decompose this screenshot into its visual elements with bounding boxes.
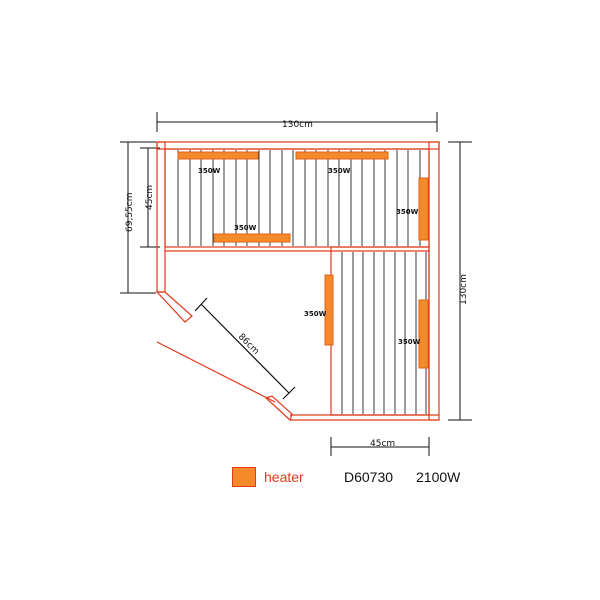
heater-right-lower-label: 350W — [398, 338, 421, 346]
right-dimension: 130cm — [448, 141, 472, 421]
heater-right-lower — [418, 299, 429, 369]
upper-bench — [164, 148, 430, 248]
top-width-label: 130cm — [282, 120, 313, 130]
top-dimension: 130cm — [156, 112, 438, 132]
left-outer-label: 69,55cm — [125, 193, 135, 232]
heater-bench-front-label: 350W — [234, 224, 257, 232]
heater-bench-front — [213, 233, 291, 243]
heater-top-right-label: 350W — [328, 167, 351, 175]
right-height-label: 130cm — [459, 274, 469, 305]
legend-heater-label: heater — [264, 469, 304, 485]
legend: heater D60730 2100W — [232, 465, 492, 491]
model-number: D60730 — [344, 469, 394, 485]
heater-swatch — [232, 467, 256, 487]
heater-side-left-label: 350W — [304, 310, 327, 318]
heater-top-right — [295, 151, 389, 160]
left-inner-label: 45cm — [145, 185, 155, 210]
left-wall — [156, 141, 166, 293]
door-glass-line — [156, 341, 276, 403]
bottom-dimension: 45cm — [330, 437, 430, 456]
left-outer-dimension: 69,55cm — [120, 141, 156, 294]
heaters: 350W 350W 350W 350W 350W 350W — [177, 151, 429, 369]
heater-right-upper — [418, 177, 429, 241]
diagonal-dimension: 86cm — [194, 297, 296, 400]
heater-top-left-label: 350W — [198, 167, 221, 175]
door-panel-left — [155, 291, 193, 323]
right-wall — [428, 141, 440, 421]
side-bench — [330, 246, 430, 416]
door-panel-right — [264, 395, 293, 422]
heater-right-upper-label: 350W — [396, 208, 419, 216]
diagonal-label: 86cm — [236, 332, 261, 357]
heater-top-left — [177, 151, 259, 160]
benches — [164, 148, 430, 416]
bottom-bench-label: 45cm — [370, 439, 395, 449]
total-power: 2100W — [416, 469, 461, 485]
top-wall — [156, 141, 440, 150]
heater-side-left — [324, 274, 334, 346]
bench-slats — [177, 150, 427, 414]
